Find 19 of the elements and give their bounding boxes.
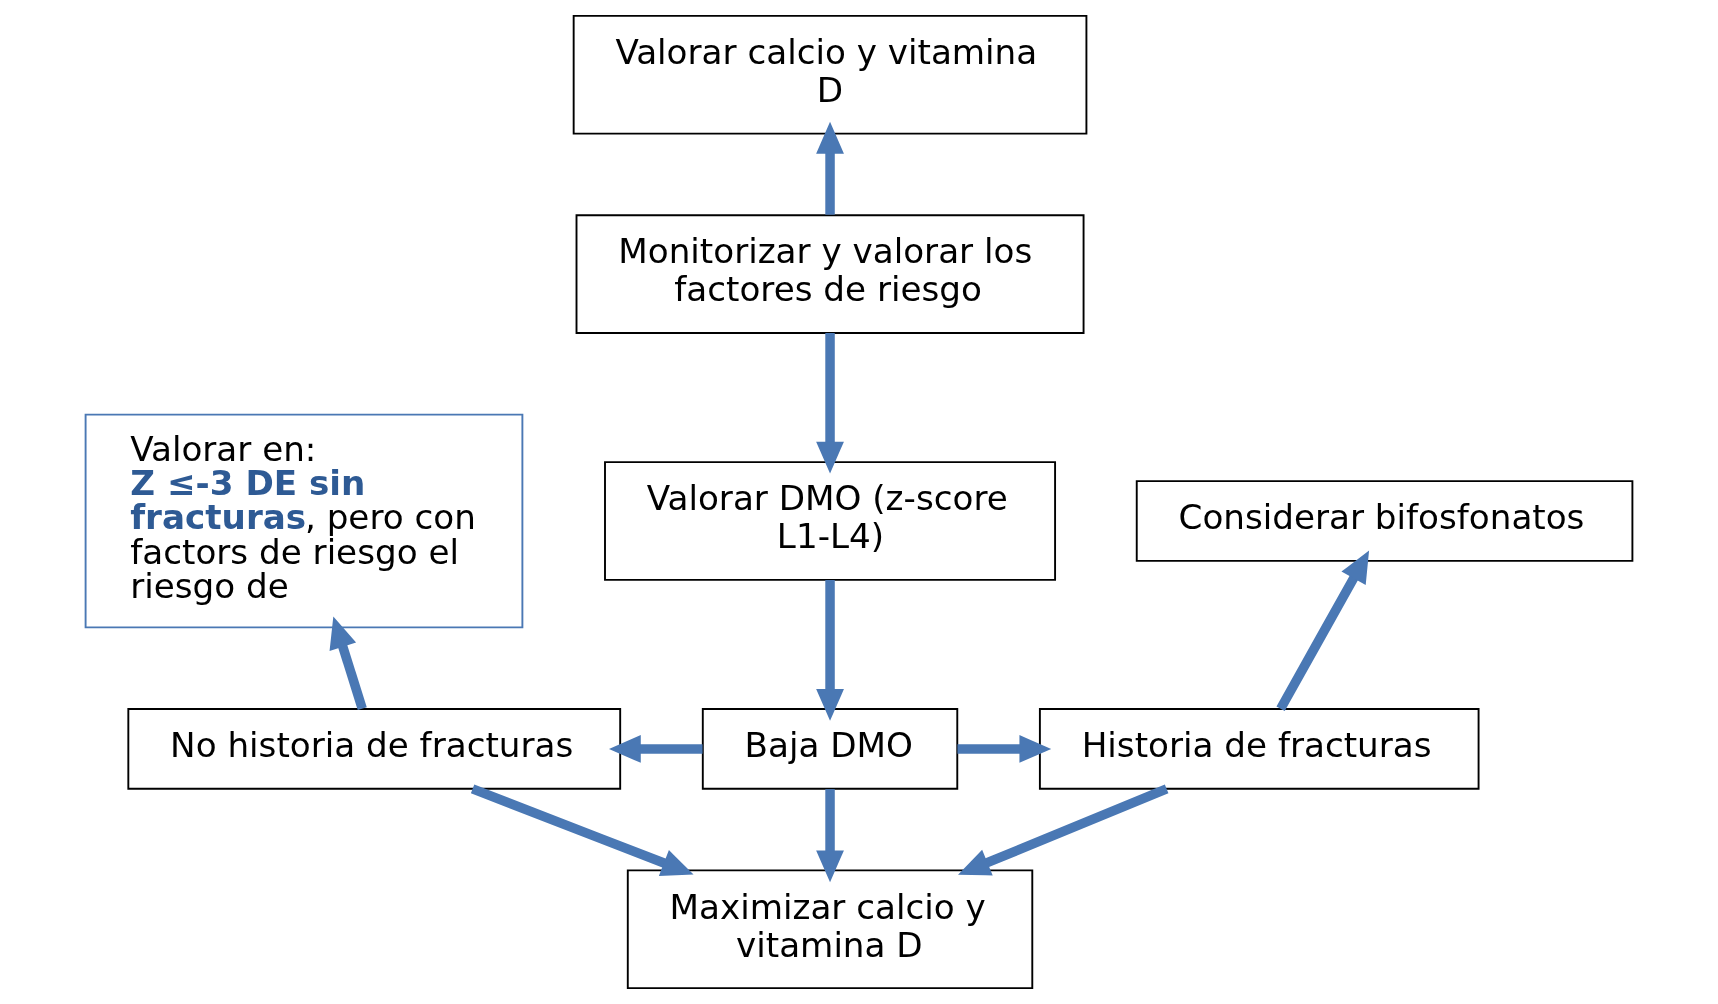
- arrow: [957, 734, 1052, 763]
- node-box: Considerar bifosfonatos: [1135, 480, 1634, 562]
- arrow: [816, 333, 844, 474]
- node-box: No historia de fracturas: [127, 708, 622, 790]
- node-box: Valorar en: Z ≤-3 DE sin fracturas, pero con factors de riesgo el riesgo de: [84, 413, 524, 629]
- node-box: Monitorizar y valorar los factores de riesgo: [575, 214, 1085, 334]
- node-box: Valorar DMO (z-score L1-L4): [604, 461, 1057, 581]
- arrow: [1276, 550, 1370, 712]
- arrow: [609, 734, 703, 763]
- arrow: [816, 789, 844, 883]
- node-box: Maximizar calcio y vitamina D: [626, 869, 1034, 990]
- node-box: Historia de fracturas: [1038, 708, 1480, 790]
- arrow: [958, 784, 1169, 876]
- arrow: [816, 121, 844, 215]
- arrow: [816, 580, 844, 721]
- node-box: Baja DMO: [701, 708, 959, 790]
- node-box: Valorar calcio y vitamina D: [572, 14, 1088, 135]
- arrow: [329, 616, 367, 711]
- arrow: [470, 784, 694, 876]
